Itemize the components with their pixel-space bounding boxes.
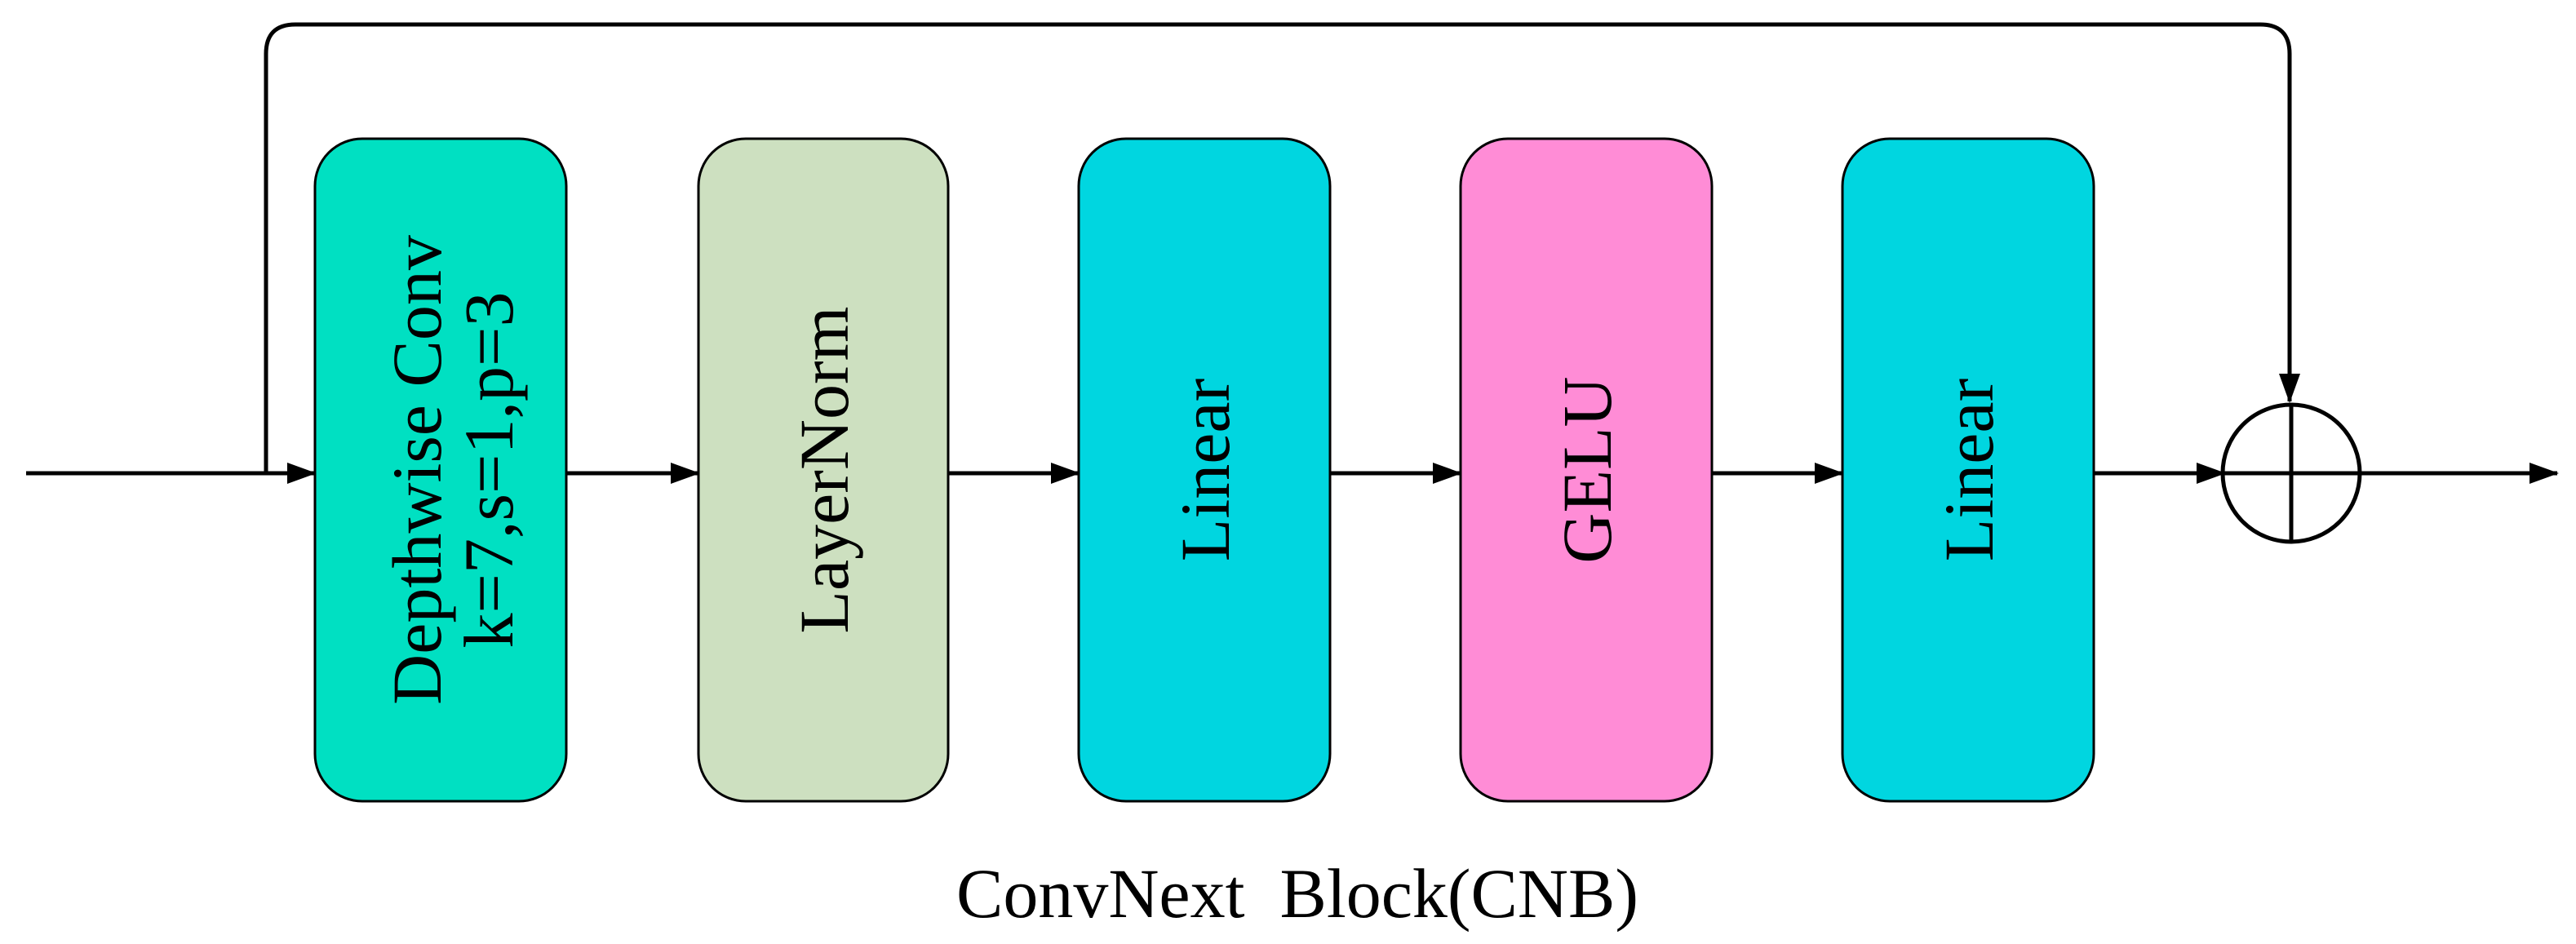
block-depthwise-conv: Depthwise Conv k=7,s=1,p=3 [313, 137, 568, 803]
block-linear-2-shape [1841, 137, 2095, 803]
block-gelu: GELU [1459, 137, 1714, 803]
block-depthwise-conv-label-line-2: k=7,s=1,p=3 [450, 292, 528, 649]
block-depthwise-conv-shape [313, 137, 568, 803]
block-layernorm-label: LayerNorm [785, 306, 863, 633]
block-layernorm-shape [697, 137, 950, 803]
block-gelu-shape [1459, 137, 1714, 803]
block-linear-1-shape [1077, 137, 1332, 803]
block-linear-1: Linear [1077, 137, 1332, 803]
block-linear-1-label: Linear [1166, 379, 1244, 561]
block-linear-2: Linear [1841, 137, 2095, 803]
diagram-caption: ConvNext Block(CNB) [956, 854, 1638, 933]
block-layernorm: LayerNorm [697, 137, 950, 803]
block-linear-2-label: Linear [1930, 379, 2008, 561]
skip-connection-path [264, 22, 2300, 473]
block-gelu-label: GELU [1548, 376, 1626, 563]
block-depthwise-conv-label-line-1: Depthwise Conv [378, 235, 456, 705]
residual-add-node [2220, 402, 2362, 544]
